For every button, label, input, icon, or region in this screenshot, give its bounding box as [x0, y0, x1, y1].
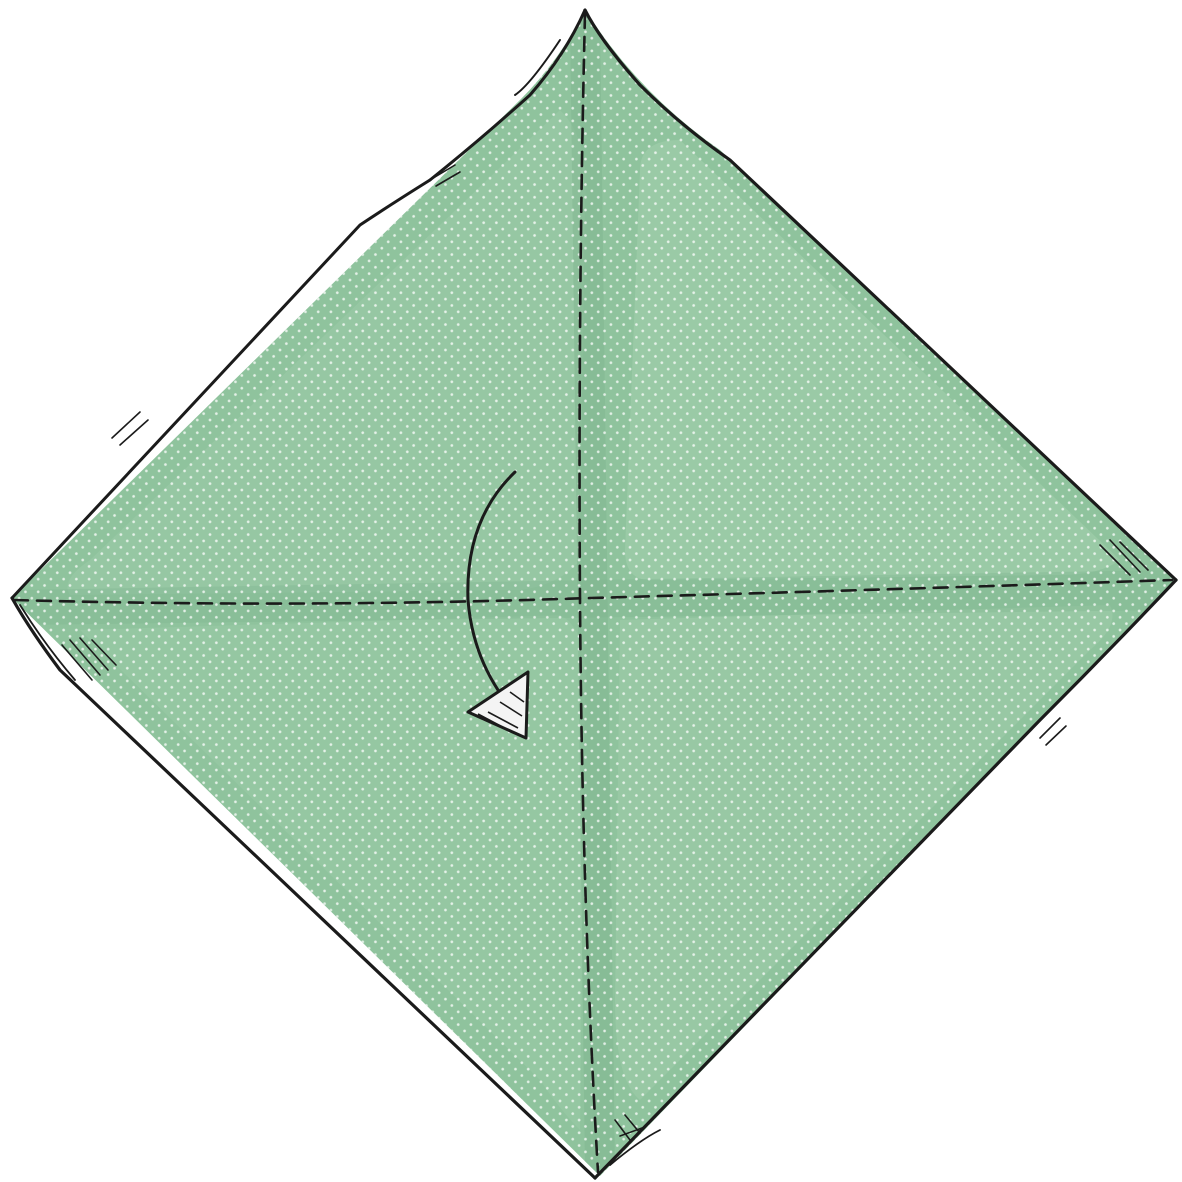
- horizontal-crease: [12, 578, 1174, 605]
- arrow-head-hatching: [477, 691, 525, 733]
- fold-arrow-head: [466, 670, 530, 740]
- fold-arrow: [466, 470, 530, 740]
- crease-lines: [12, 12, 1174, 1174]
- edge-hatching: [61, 164, 1149, 1141]
- fold-arrow-stroke: [466, 470, 517, 692]
- vertical-crease: [578, 12, 600, 1174]
- paper-outline: [10, 8, 1178, 1180]
